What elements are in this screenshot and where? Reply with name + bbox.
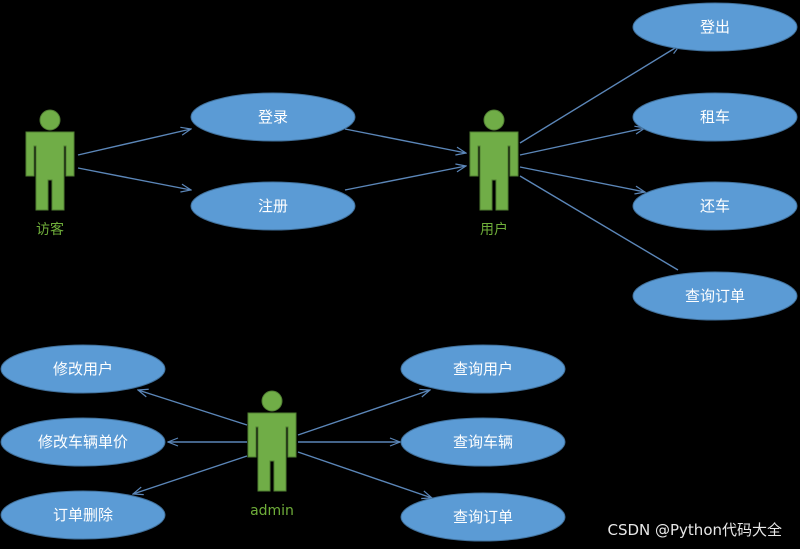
usecase-edit-user-label: 修改用户 [53, 360, 113, 378]
usecase-admin-query-user: 查询用户 [400, 344, 566, 394]
association-admin-query-order [297, 451, 432, 498]
usecase-rent-label: 租车 [700, 108, 730, 126]
user-figure-icon [469, 109, 519, 211]
usecase-edit-vehicle-price-label: 修改车辆单价 [38, 433, 128, 451]
usecase-admin-query-vehicle: 查询车辆 [400, 417, 566, 467]
association-admin-delete-order [133, 455, 248, 494]
association-visitor-register [77, 167, 191, 190]
usecase-register-label: 注册 [258, 197, 288, 215]
usecase-delete-order-label: 订单删除 [53, 506, 113, 524]
actor-admin: admin [247, 390, 297, 519]
usecase-admin-query-vehicle-label: 查询车辆 [453, 433, 513, 451]
actor-user: 用户 [469, 109, 519, 238]
usecase-delete-order: 订单删除 [0, 490, 166, 540]
usecase-return: 还车 [632, 181, 798, 231]
association-admin-query-user [297, 390, 430, 436]
association-login-user [344, 128, 466, 153]
usecase-login-label: 登录 [258, 108, 288, 126]
usecase-admin-query-order: 查询订单 [400, 492, 566, 542]
usecase-login: 登录 [190, 92, 356, 142]
association-visitor-login [77, 129, 191, 156]
usecase-query-order: 查询订单 [632, 271, 798, 321]
actor-visitor: 访客 [25, 109, 75, 238]
association-user-logout [519, 45, 680, 144]
usecase-admin-query-user-label: 查询用户 [453, 360, 513, 378]
actor-user-label: 用户 [480, 221, 508, 238]
actor-admin-label: admin [250, 503, 294, 519]
usecase-query-order-label: 查询订单 [685, 287, 745, 305]
association-register-user [344, 166, 466, 191]
association-user-rent [519, 128, 645, 156]
admin-figure-icon [247, 390, 297, 492]
usecase-register: 注册 [190, 181, 356, 231]
usecase-logout-label: 登出 [700, 18, 730, 36]
usecase-return-label: 还车 [700, 197, 730, 215]
usecase-admin-query-order-label: 查询订单 [453, 508, 513, 526]
associations [77, 45, 680, 498]
association-user-query-order [519, 175, 679, 271]
visitor-figure-icon [25, 109, 75, 211]
usecase-edit-user: 修改用户 [0, 344, 166, 394]
usecase-logout: 登出 [632, 2, 798, 52]
association-user-return [519, 166, 645, 192]
association-admin-edit-user [138, 390, 248, 426]
usecase-rent: 租车 [632, 92, 798, 142]
watermark: CSDN @Python代码大全 [607, 521, 782, 539]
actor-visitor-label: 访客 [36, 221, 64, 238]
usecase-edit-vehicle-price: 修改车辆单价 [0, 417, 166, 467]
